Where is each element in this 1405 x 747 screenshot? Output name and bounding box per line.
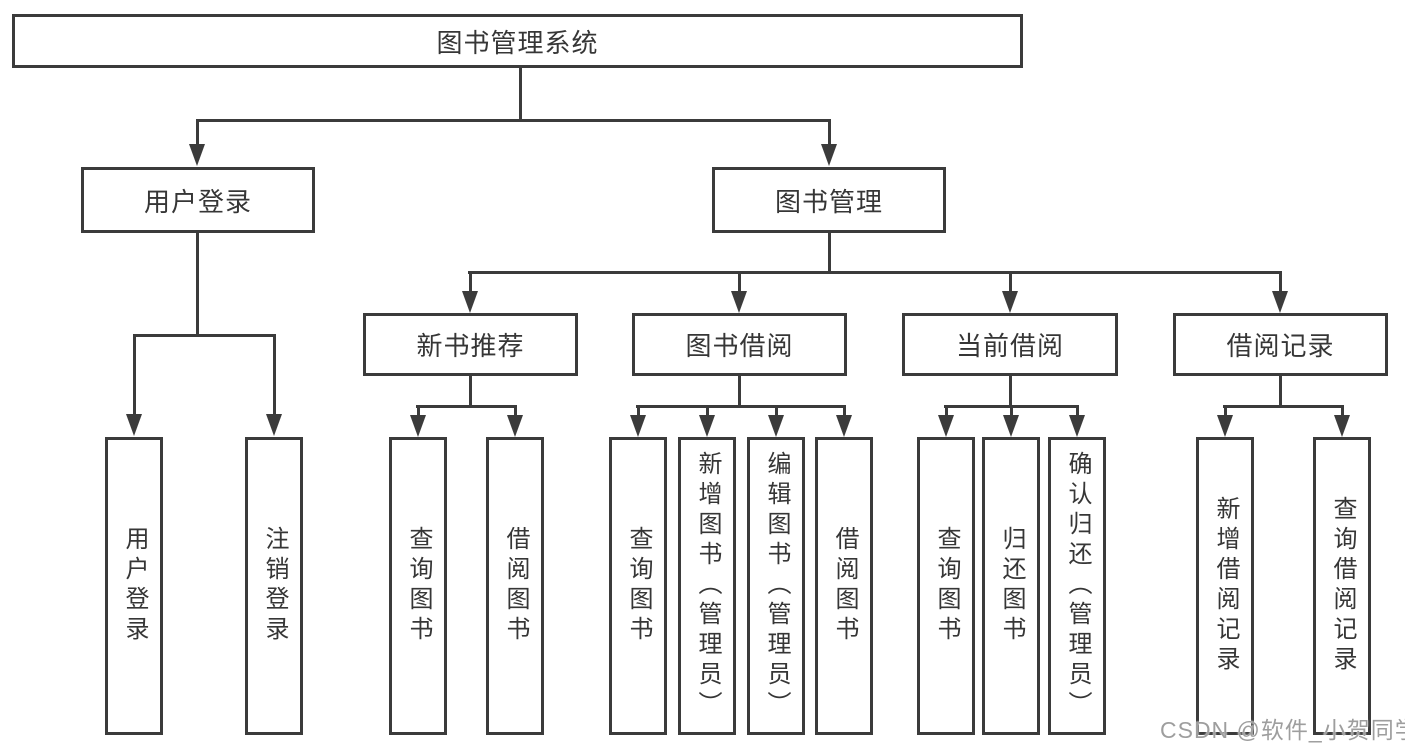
connector-drop-l3	[469, 271, 472, 293]
arrowhead-down	[731, 291, 747, 313]
connector-drop-l3	[1279, 271, 1282, 293]
csdn-watermark: CSDN @软件_小贺同学	[1160, 717, 1405, 743]
connector-drop-leaf	[133, 334, 136, 416]
leaf-logout: 注销登录	[245, 437, 303, 735]
arrowhead-down	[768, 415, 784, 437]
arrowhead-down	[266, 414, 282, 436]
arrowhead-down	[699, 415, 715, 437]
leaf-label: 查询图书	[405, 526, 432, 646]
leaf-label: 编辑图书（管理员）	[763, 451, 790, 721]
leaf-label: 查询借阅记录	[1329, 496, 1356, 676]
connector-drop-leaf	[706, 405, 709, 417]
leaf-label: 新增借阅记录	[1212, 496, 1239, 676]
node-book-management: 图书管理	[712, 167, 946, 233]
leaf-label: 确认归还（管理员）	[1064, 451, 1091, 721]
leaf-label: 归还图书	[998, 526, 1025, 646]
node-label: 图书借阅	[685, 331, 794, 361]
arrowhead-down	[462, 291, 478, 313]
connector-user-bar	[133, 334, 276, 337]
leaf-query-borrow-record: 查询借阅记录	[1313, 437, 1371, 735]
node-current-borrowing: 当前借阅	[902, 313, 1118, 376]
leaf-label: 用户登录	[121, 526, 148, 646]
node-label: 当前借阅	[955, 331, 1064, 361]
leaf-label: 查询图书	[625, 526, 652, 646]
leaf-user-login: 用户登录	[105, 437, 163, 735]
leaf-query-books-current: 查询图书	[917, 437, 975, 735]
leaf-return-books: 归还图书	[982, 437, 1040, 735]
leaf-edit-books-admin: 编辑图书（管理员）	[747, 437, 805, 735]
arrowhead-down	[836, 415, 852, 437]
node-label: 图书管理系统	[436, 27, 599, 58]
node-label: 新书推荐	[416, 331, 525, 361]
connector-drop-leaf	[637, 405, 640, 417]
connector-l3-bar	[416, 405, 517, 408]
connector-root-stem	[519, 66, 522, 122]
connector-mgmt-bar	[468, 271, 1282, 274]
connector-drop-l3	[1009, 271, 1012, 293]
connector-drop-leaf	[1341, 405, 1344, 417]
connector-drop-user-login	[196, 119, 199, 146]
connector-l3-bar	[636, 405, 846, 408]
connector-l3-stem	[738, 374, 741, 407]
connector-drop-leaf	[417, 405, 420, 417]
connector-drop-leaf	[1224, 405, 1227, 417]
arrowhead-down	[938, 415, 954, 437]
arrowhead-down	[189, 144, 205, 166]
leaf-add-books-admin: 新增图书（管理员）	[678, 437, 736, 735]
connector-l3-stem	[469, 374, 472, 407]
leaf-label: 查询图书	[933, 526, 960, 646]
arrowhead-down	[126, 414, 142, 436]
arrowhead-down	[410, 415, 426, 437]
connector-l3-stem	[1279, 374, 1282, 407]
arrowhead-down	[1069, 415, 1085, 437]
leaf-query-books-borrow: 查询图书	[609, 437, 667, 735]
connector-drop-leaf	[843, 405, 846, 417]
connector-drop-l3	[738, 271, 741, 293]
leaf-confirm-return-admin: 确认归还（管理员）	[1048, 437, 1106, 735]
leaf-query-books-newbook: 查询图书	[389, 437, 447, 735]
connector-mgmt-stem	[828, 231, 831, 274]
arrowhead-down	[1003, 415, 1019, 437]
arrowhead-down	[821, 144, 837, 166]
connector-drop-book-mgmt	[828, 119, 831, 146]
connector-l3-stem	[1009, 374, 1012, 407]
arrowhead-down	[1002, 291, 1018, 313]
connector-drop-leaf	[1076, 405, 1079, 417]
leaf-label: 注销登录	[261, 526, 288, 646]
leaf-label: 借阅图书	[502, 526, 529, 646]
arrowhead-down	[630, 415, 646, 437]
node-label: 用户登录	[143, 186, 252, 217]
leaf-label: 新增图书（管理员）	[694, 451, 721, 721]
node-user-login: 用户登录	[81, 167, 315, 233]
connector-drop-leaf	[945, 405, 948, 417]
arrowhead-down	[1272, 291, 1288, 313]
connector-l3-bar	[1223, 405, 1344, 408]
connector-drop-leaf	[1010, 405, 1013, 417]
arrowhead-down	[1217, 415, 1233, 437]
node-label: 借阅记录	[1226, 331, 1335, 361]
leaf-borrow-books: 借阅图书	[815, 437, 873, 735]
node-book-borrowing: 图书借阅	[632, 313, 847, 376]
connector-drop-leaf	[514, 405, 517, 417]
connector-drop-leaf	[775, 405, 778, 417]
leaf-borrow-books-newbook: 借阅图书	[486, 437, 544, 735]
node-library-management-system: 图书管理系统	[12, 14, 1023, 68]
leaf-add-borrow-record: 新增借阅记录	[1196, 437, 1254, 735]
leaf-label: 借阅图书	[831, 526, 858, 646]
arrowhead-down	[1334, 415, 1350, 437]
connector-user-stem	[196, 231, 199, 336]
node-label: 图书管理	[774, 186, 883, 217]
connector-root-bar	[196, 119, 831, 122]
connector-drop-leaf	[273, 334, 276, 416]
node-new-book-recommend: 新书推荐	[363, 313, 578, 376]
node-borrowing-records: 借阅记录	[1173, 313, 1388, 376]
arrowhead-down	[507, 415, 523, 437]
